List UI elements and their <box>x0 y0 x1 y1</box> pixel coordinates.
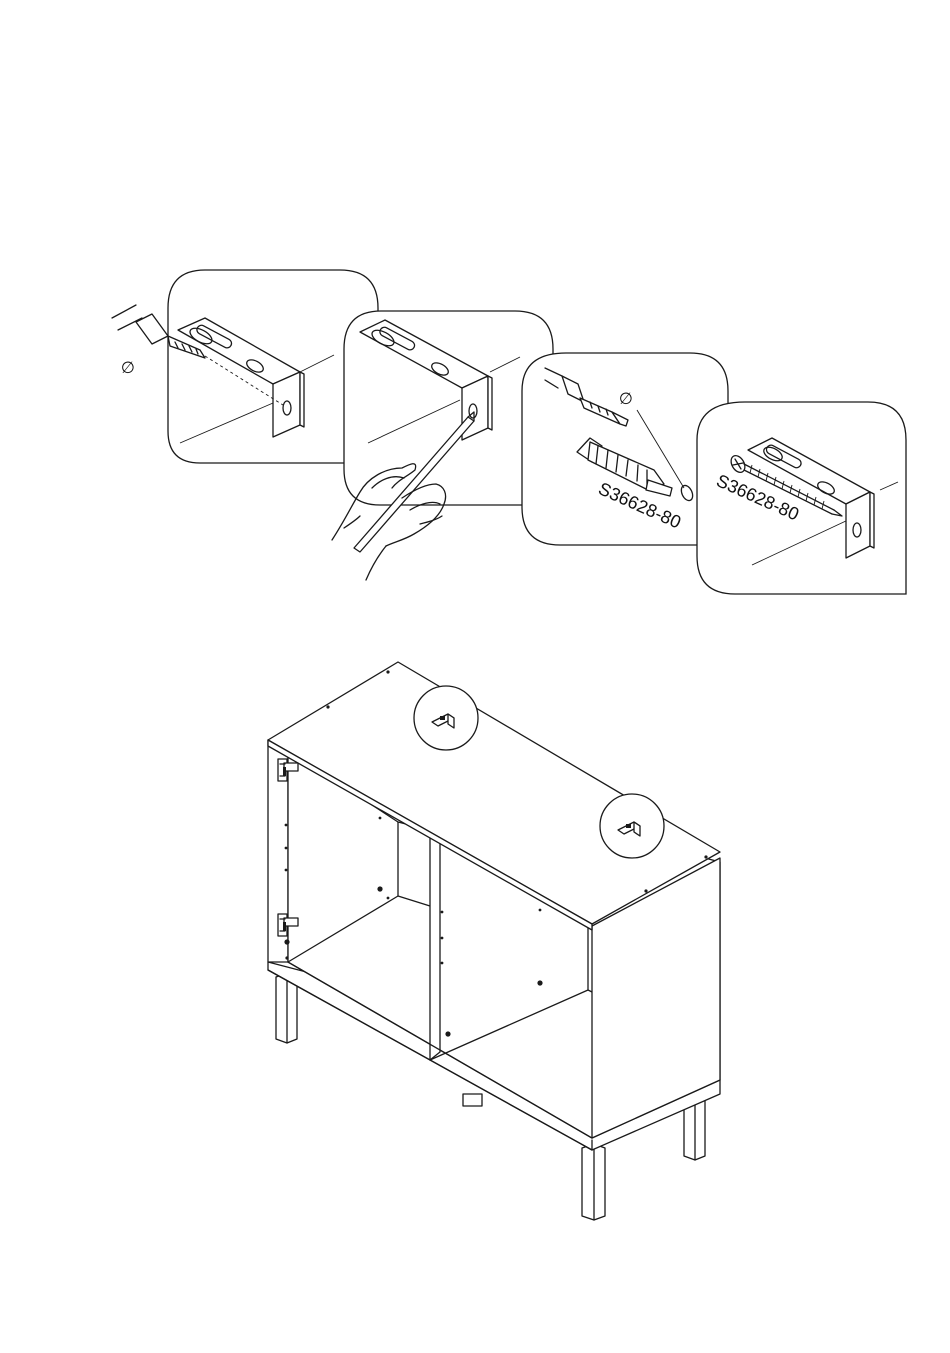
panel-mark <box>332 311 553 580</box>
panel-screw: S36628-80 <box>697 402 906 594</box>
panel-drill: ∅ <box>112 270 378 463</box>
bracket-detail-left <box>414 686 478 750</box>
cabinet-leg <box>582 1144 605 1220</box>
drill-diameter-symbol: ∅ <box>619 389 633 408</box>
drill-diameter-symbol: ∅ <box>121 358 135 377</box>
bracket-detail-right <box>600 794 664 858</box>
center-support <box>463 1094 482 1106</box>
cabinet-illustration <box>268 662 720 1220</box>
